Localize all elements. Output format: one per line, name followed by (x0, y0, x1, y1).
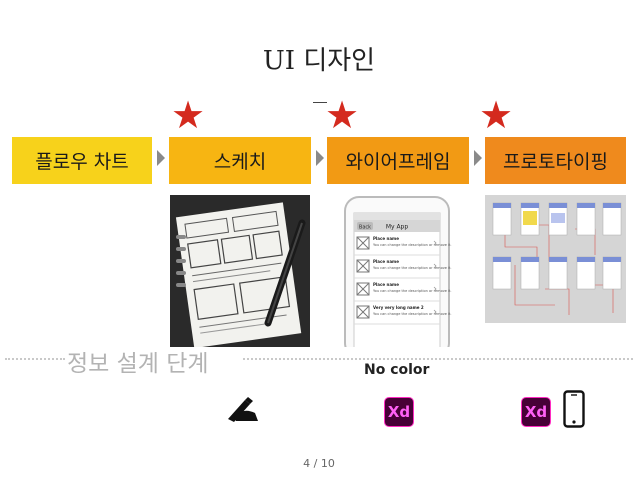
pen-hand-icon (225, 395, 259, 427)
adobe-xd-icon: Xd (521, 397, 551, 427)
step-label: 프로토타이핑 (503, 151, 608, 173)
smartphone-icon (563, 390, 585, 432)
list-item: Place name You can change the descriptio… (354, 259, 452, 279)
phase-divider-left (5, 358, 65, 360)
step-label: 플로우 차트 (35, 151, 129, 173)
list-item-title: Very very long name 2 (373, 305, 424, 310)
list-item: Place name You can change the descriptio… (354, 282, 452, 302)
wireframe-phone: Back My App Place name You can change th… (342, 195, 452, 347)
list-item: Very very long name 2 You can change the… (354, 305, 452, 325)
wireframe-app-title: My App (386, 224, 409, 231)
page-number: 4 / 10 (303, 457, 335, 470)
wireframe-phone-illustration: Back My App Place name You can change th… (344, 196, 452, 347)
list-item-desc: You can change the description or remove… (373, 289, 452, 293)
prototype-board-illustration (485, 195, 626, 323)
arrow-right-icon (474, 150, 482, 166)
sketch-photo-illustration (170, 195, 310, 347)
slide-title: UI 디자인 (262, 46, 376, 76)
step-label: 스케치 (213, 151, 267, 173)
arrow-right-icon (157, 150, 165, 166)
sketch-photo (170, 195, 310, 347)
step-flowchart: 플로우 차트 (12, 137, 152, 184)
list-item-title: Place name (373, 259, 399, 264)
star-icon: ★ (171, 93, 206, 137)
list-item-desc: You can change the description or remove… (373, 243, 452, 247)
wireframe-list: Place name You can change the descriptio… (354, 236, 452, 325)
title-divider (313, 102, 327, 103)
list-item: Place name You can change the descriptio… (354, 236, 452, 256)
step-sketch: 스케치 (169, 137, 311, 184)
list-item-title: Place name (373, 236, 399, 241)
wireframe-back-label: Back (359, 225, 371, 231)
step-wireframe: 와이어프레임 (327, 137, 469, 184)
list-item-desc: You can change the description or remove… (373, 312, 452, 316)
list-item-title: Place name (373, 282, 399, 287)
adobe-xd-label: Xd (387, 403, 411, 421)
phase-divider-right (243, 358, 633, 360)
step-prototyping: 프로토타이핑 (485, 137, 626, 184)
step-label: 와이어프레임 (345, 151, 451, 173)
star-icon: ★ (325, 93, 360, 137)
arrow-right-icon (316, 150, 324, 166)
prototype-board (485, 195, 626, 323)
star-icon: ★ (479, 93, 514, 137)
no-color-label: No color (364, 362, 430, 378)
phase-label: 정보 설계 단계 (67, 351, 209, 377)
adobe-xd-label: Xd (524, 403, 548, 421)
list-item-desc: You can change the description or remove… (373, 266, 452, 270)
adobe-xd-icon: Xd (384, 397, 414, 427)
